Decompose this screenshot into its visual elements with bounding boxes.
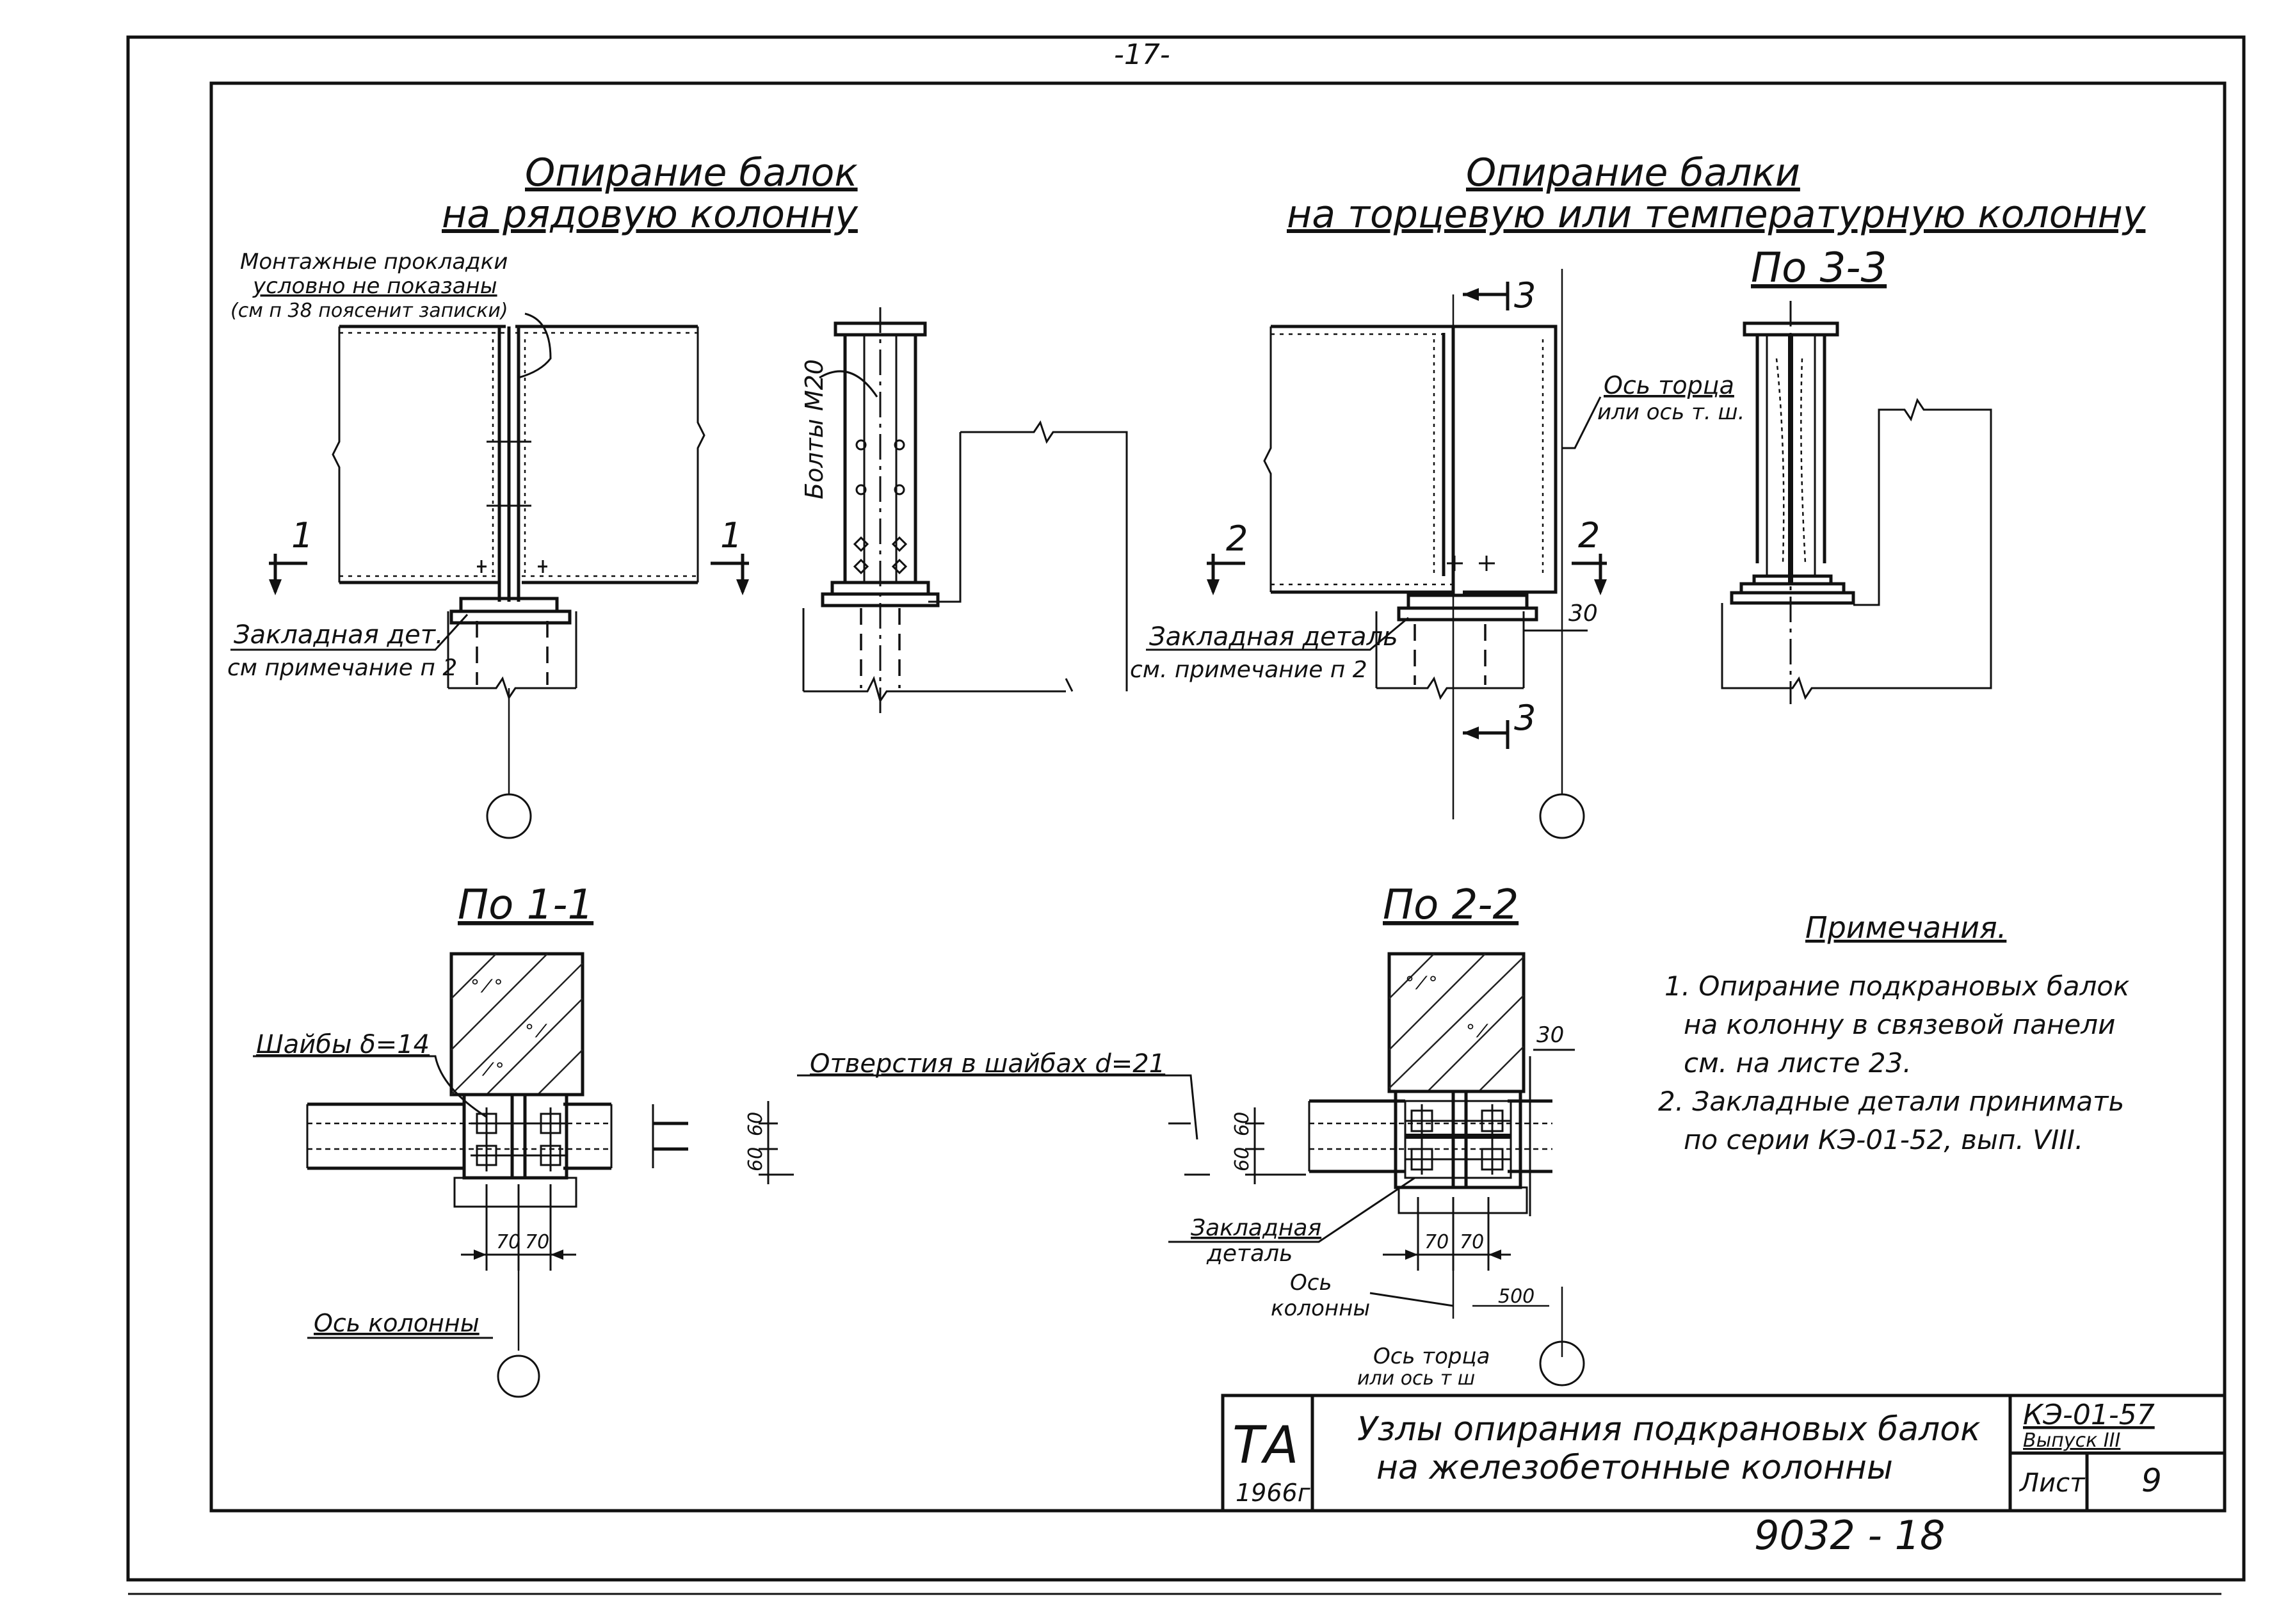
title-block-issue: Выпуск III bbox=[2023, 1429, 2120, 1452]
embed-left-label-1: Закладная дет. bbox=[234, 620, 444, 650]
stamp-number: 9032 - 18 bbox=[1754, 1512, 1945, 1559]
dim-30-top: 30 bbox=[1568, 600, 1598, 627]
note-2-line2: по серии КЭ-01-52, вып. VIII. bbox=[1684, 1124, 2083, 1155]
section-1-1-view: ° ⁄ ° ° ⁄ ⁄ ° bbox=[253, 952, 1210, 1398]
left-elevation: 1 1 bbox=[230, 312, 749, 839]
note-2-line1: 2. Закладные детали принимать bbox=[1658, 1086, 2124, 1117]
mount-note-line3: (см п 38 поясенит записки) bbox=[230, 300, 508, 322]
dim-70-left-a: 70 bbox=[496, 1231, 520, 1253]
inner-frame bbox=[209, 81, 2227, 1513]
title-right-line2: на торцевую или температурную колонну bbox=[1287, 192, 2147, 237]
side-view-left bbox=[802, 307, 1128, 717]
axis-col-label-2: колонны bbox=[1271, 1296, 1370, 1321]
section-2-2-view: ° ⁄ ° ° ⁄ bbox=[1168, 952, 1585, 1387]
title-block-title-l1: Узлы опирания подкрановых балок bbox=[1357, 1410, 1981, 1449]
title-right-line1: Опирание балки bbox=[1466, 150, 1800, 195]
section-mark-2-left: 2 bbox=[1226, 519, 1248, 559]
title-left-line2: на рядовую колонну bbox=[442, 192, 858, 237]
embed-bottom-label-2: деталь bbox=[1206, 1241, 1293, 1267]
title-block bbox=[1221, 1394, 2227, 1513]
title-block-sheet-label: Лист bbox=[2018, 1468, 2086, 1498]
title-block-year: 1966г bbox=[1236, 1479, 1311, 1507]
dim-60-right: 60 bbox=[1231, 1147, 1253, 1171]
dim-30-bottom: 30 bbox=[1536, 1022, 1564, 1048]
embed-left-label-2: см примечание п 2 bbox=[227, 655, 457, 681]
notes-heading: Примечания. bbox=[1805, 910, 2006, 945]
section-3-3-title: По 3-3 bbox=[1751, 245, 1887, 292]
title-block-title-l2: на железобетонные колонны bbox=[1376, 1449, 1893, 1487]
axis-end-label-2: или ось т. ш. bbox=[1597, 399, 1744, 425]
section-mark-1-left: 1 bbox=[291, 515, 313, 556]
dim-60-right-b: 60 bbox=[1231, 1112, 1253, 1136]
svg-text:° ⁄: ° ⁄ bbox=[1466, 1020, 1488, 1041]
note-1-line1: 1. Опирание подкрановых балок bbox=[1664, 970, 2130, 1002]
section-mark-3-top: 3 bbox=[1514, 275, 1536, 316]
axis-end-bottom-label-1: Ось торца bbox=[1373, 1344, 1490, 1369]
axis-col-label-1: Ось bbox=[1290, 1270, 1332, 1296]
dim-500: 500 bbox=[1498, 1285, 1535, 1308]
washers-label: Шайбы δ=14 bbox=[256, 1030, 430, 1059]
section-mark-3-bottom: 3 bbox=[1514, 698, 1536, 738]
section-mark-1-right: 1 bbox=[720, 515, 742, 556]
page-number: -17- bbox=[1114, 38, 1170, 71]
axis-end-label-1: Ось торца bbox=[1604, 371, 1734, 399]
dim-60-left-b: 60 bbox=[745, 1112, 767, 1136]
axis-col-left-label: Ось колонны bbox=[314, 1309, 479, 1337]
holes-label: Отверстия в шайбах d=21 bbox=[810, 1049, 1165, 1079]
title-block-org: ТА bbox=[1232, 1415, 1299, 1475]
dim-70-right-b: 70 bbox=[1460, 1231, 1484, 1253]
outer-frame bbox=[126, 35, 2246, 1582]
dim-70-left-b: 70 bbox=[525, 1231, 549, 1253]
note-1-line3: см. на листе 23. bbox=[1684, 1047, 1912, 1079]
title-block-series: КЭ-01-57 bbox=[2023, 1399, 2155, 1431]
section-1-1-title: По 1-1 bbox=[458, 881, 593, 929]
right-elevation: 3 3 2 2 bbox=[1146, 269, 1607, 839]
axis-end-bottom-label-2: или ось т ш bbox=[1357, 1367, 1475, 1390]
embed-right-label-2: см. примечание п 2 bbox=[1130, 657, 1367, 683]
svg-text:° ⁄ °: ° ⁄ ° bbox=[471, 976, 503, 997]
embed-right-label-1: Закладная деталь bbox=[1149, 622, 1398, 652]
bolts-label: Болты М20 bbox=[800, 359, 828, 499]
section-2-2-title: По 2-2 bbox=[1383, 881, 1519, 929]
section-3-3-view bbox=[1721, 301, 1992, 704]
title-block-sheet-no: 9 bbox=[2141, 1462, 2162, 1499]
svg-text:° ⁄ °: ° ⁄ ° bbox=[1405, 972, 1437, 993]
mount-note-line1: Монтажные прокладки bbox=[240, 249, 508, 275]
title-left-line1: Опирание балок bbox=[525, 150, 858, 195]
section-mark-2-right: 2 bbox=[1578, 515, 1600, 556]
dim-70-right-a: 70 bbox=[1424, 1231, 1449, 1253]
embed-bottom-label-1: Закладная bbox=[1191, 1215, 1321, 1241]
dim-60-left: 60 bbox=[745, 1147, 767, 1171]
mount-note-line2: условно не показаны bbox=[252, 273, 497, 299]
note-1-line2: на колонну в связевой панели bbox=[1684, 1009, 2115, 1040]
